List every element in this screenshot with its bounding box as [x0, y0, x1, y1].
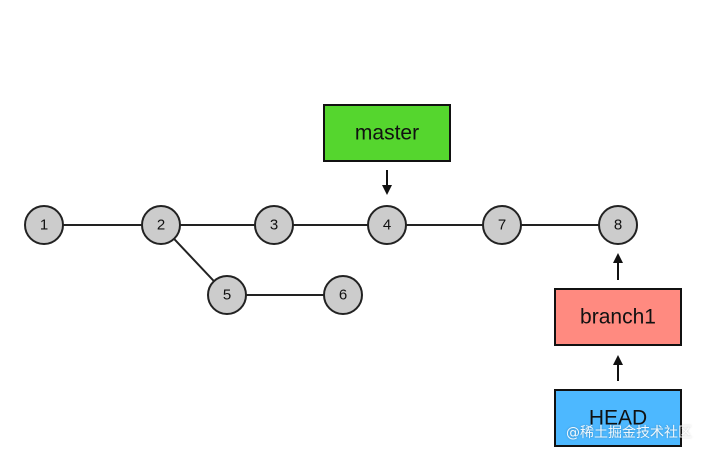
- commit-node-6: 6: [323, 275, 363, 315]
- commit-label: 4: [383, 217, 391, 234]
- commit-circle: [24, 205, 64, 245]
- commit-circle: [598, 205, 638, 245]
- branch1-ref-label: branch1: [580, 306, 656, 329]
- commit-label: 7: [498, 217, 506, 234]
- master-ref-label: master: [355, 122, 419, 145]
- commit-label: 3: [270, 217, 278, 234]
- arrow-up-icon: [613, 355, 623, 365]
- branch1-ref-box: [554, 288, 682, 346]
- master-to-commit-4-arrow: [382, 170, 392, 195]
- commit-node-1: 1: [24, 205, 64, 245]
- commit-label: 6: [339, 287, 347, 304]
- commit-nodes: 1 2 3 4 7 8 5 6: [24, 205, 638, 315]
- commit-node-3: 3: [254, 205, 294, 245]
- commit-label: 5: [223, 287, 231, 304]
- commit-node-5: 5: [207, 275, 247, 315]
- head-to-branch1-arrow: [613, 355, 623, 381]
- commit-label: 8: [614, 217, 622, 234]
- commit-node-8: 8: [598, 205, 638, 245]
- commit-node-7: 7: [482, 205, 522, 245]
- commit-circle: [482, 205, 522, 245]
- commit-circle: [367, 205, 407, 245]
- commit-label: 2: [157, 217, 165, 234]
- master-ref: master: [323, 104, 451, 162]
- commit-circle: [207, 275, 247, 315]
- master-ref-box: [323, 104, 451, 162]
- arrow-down-icon: [382, 185, 392, 195]
- head-ref-box: [554, 389, 682, 447]
- commit-circle: [141, 205, 181, 245]
- branch1-ref: branch1: [554, 288, 682, 346]
- commit-circle: [323, 275, 363, 315]
- branch1-to-commit-8-arrow: [613, 253, 623, 280]
- head-ref: HEAD: [554, 389, 682, 447]
- commit-node-2: 2: [141, 205, 181, 245]
- commit-label: 1: [40, 217, 48, 234]
- commit-node-4: 4: [367, 205, 407, 245]
- commit-circle: [254, 205, 294, 245]
- watermark: @稀土掘金技术社区: [566, 425, 692, 441]
- arrow-up-icon: [613, 253, 623, 263]
- head-ref-label: HEAD: [589, 407, 647, 430]
